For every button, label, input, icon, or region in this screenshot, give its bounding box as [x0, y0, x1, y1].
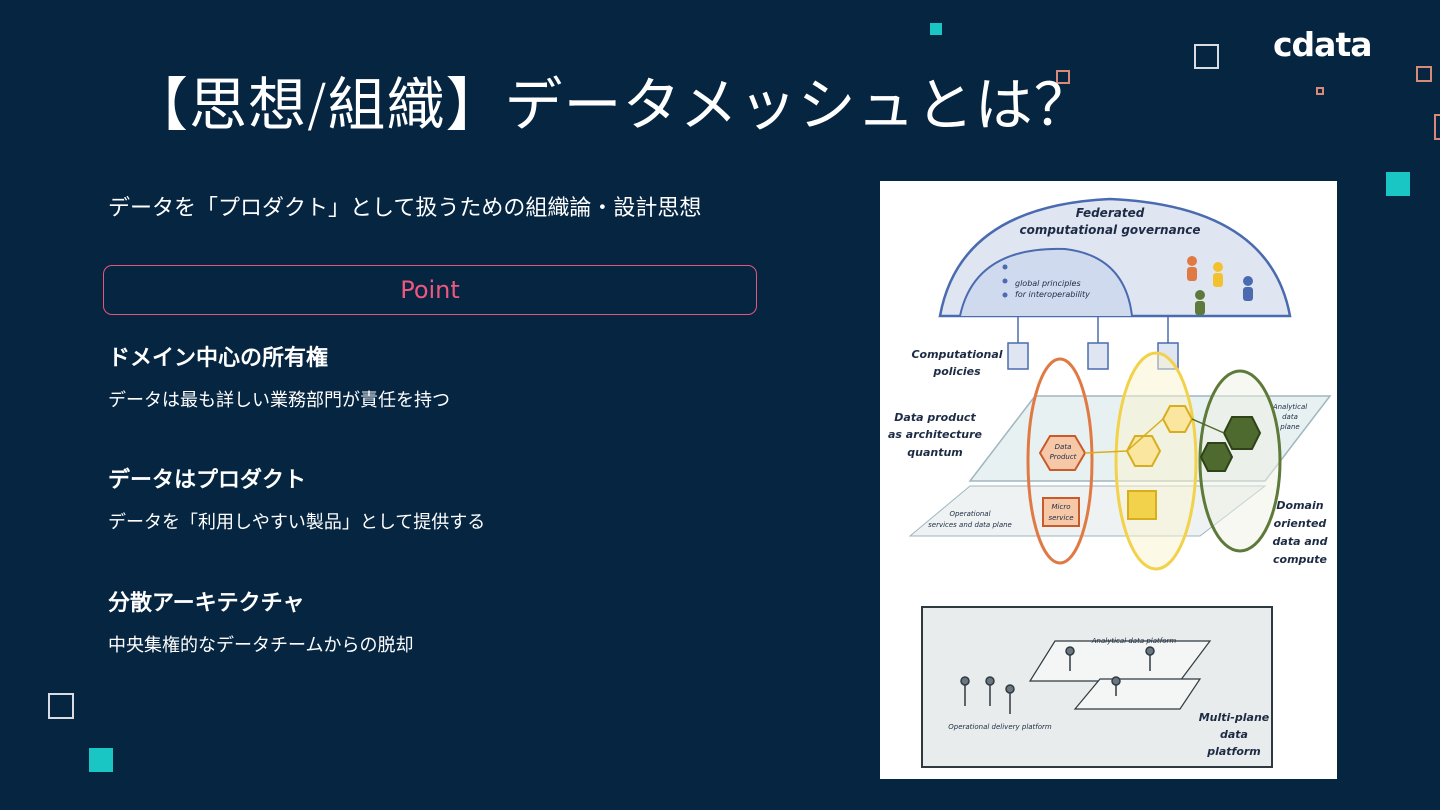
domain-label: compute [1273, 553, 1328, 566]
outline-square-decoration-bottom [48, 693, 74, 719]
orange-edge-decoration [1434, 114, 1440, 140]
teal-square-decoration [930, 23, 942, 35]
list-item: ドメイン中心の所有権 データは最も詳しい業務部門が責任を持つ [108, 340, 450, 412]
green-node [1222, 416, 1262, 450]
data-product-label: quantum [907, 446, 963, 459]
operational-label: Operational [949, 510, 990, 518]
domain-label: oriented [1274, 517, 1327, 530]
people-icon [1187, 256, 1253, 315]
slide-title: 【思想/組織】データメッシュとは？ [130, 71, 1093, 139]
data-mesh-diagram: Federated computational governance globa… [880, 181, 1337, 779]
microservice-node [1042, 497, 1080, 527]
list-item: 分散アーキテクチャ 中央集権的なデータチームからの脱却 [108, 585, 413, 657]
teal-square-decoration-right [1386, 172, 1410, 196]
yellow-node [1161, 405, 1194, 433]
policies-label: Computational [911, 348, 1002, 361]
cdata-logo: cdata [1273, 25, 1403, 66]
item-description: データを「利用しやすい製品」として提供する [108, 512, 486, 533]
operational-platform-label: Operational delivery platform [948, 723, 1052, 731]
connector-line [1084, 418, 1164, 454]
principles-text: global principles [1015, 279, 1081, 288]
item-heading: ドメイン中心の所有権 [108, 346, 329, 371]
platform-pins [960, 646, 1155, 714]
list-item: データはプロダクト データを「利用しやすい製品」として提供する [108, 462, 485, 534]
multiplane-label: data [1220, 728, 1248, 741]
governance-title: Federated [1076, 206, 1145, 220]
point-label: Point [400, 276, 460, 304]
teal-square-decoration-bottom [89, 748, 113, 772]
yellow-domain-ellipse [1114, 351, 1198, 571]
data-node-label: Data [1055, 443, 1072, 451]
connector-line [1191, 418, 1225, 434]
yellow-node [1125, 435, 1162, 467]
multiplane-label: Multi-plane [1199, 711, 1270, 724]
multiplane-label: platform [1206, 745, 1261, 758]
data-product-node [1038, 435, 1087, 471]
platform-plane [1028, 640, 1212, 682]
analytical-platform-label: Analytical data platform [1091, 637, 1177, 645]
point-banner: Point [103, 265, 757, 315]
platform-plane [1073, 678, 1202, 710]
data-product-label: Data product [894, 411, 976, 424]
yellow-box-node [1127, 490, 1157, 520]
item-heading: データはプロダクト [108, 468, 307, 493]
orange-domain-ellipse [1026, 357, 1094, 565]
orange-square-decoration-right [1416, 66, 1432, 82]
data-product-label: as architecture [888, 428, 983, 441]
outline-square-decoration [1194, 44, 1219, 69]
item-description: データは最も詳しい業務部門が責任を持つ [108, 390, 450, 411]
analytical-label: plane [1279, 423, 1299, 431]
operational-label: services and data plane [928, 521, 1012, 529]
domain-label: Domain [1276, 499, 1323, 512]
slide-subtitle: データを「プロダクト」として扱うための組織論・設計思想 [108, 196, 702, 221]
analytical-label: data [1282, 413, 1298, 421]
data-node-label: Product [1050, 453, 1077, 461]
item-description: 中央集権的なデータチームからの脱却 [108, 635, 414, 656]
green-node [1199, 442, 1234, 472]
orange-square-decoration [1056, 70, 1070, 84]
domain-label: data and [1273, 535, 1328, 548]
principles-text: for interoperability [1015, 290, 1090, 299]
governance-title: computational governance [1019, 223, 1200, 237]
analytical-label: Analytical [1272, 403, 1307, 411]
micro-node-label: Micro [1052, 503, 1071, 511]
green-domain-ellipse [1198, 369, 1282, 553]
micro-node-label: service [1048, 514, 1073, 522]
policies-label: policies [932, 365, 981, 378]
item-heading: 分散アーキテクチャ [108, 591, 305, 616]
logo-text: cdata [1273, 30, 1372, 62]
small-orange-square-decoration [1316, 87, 1324, 95]
